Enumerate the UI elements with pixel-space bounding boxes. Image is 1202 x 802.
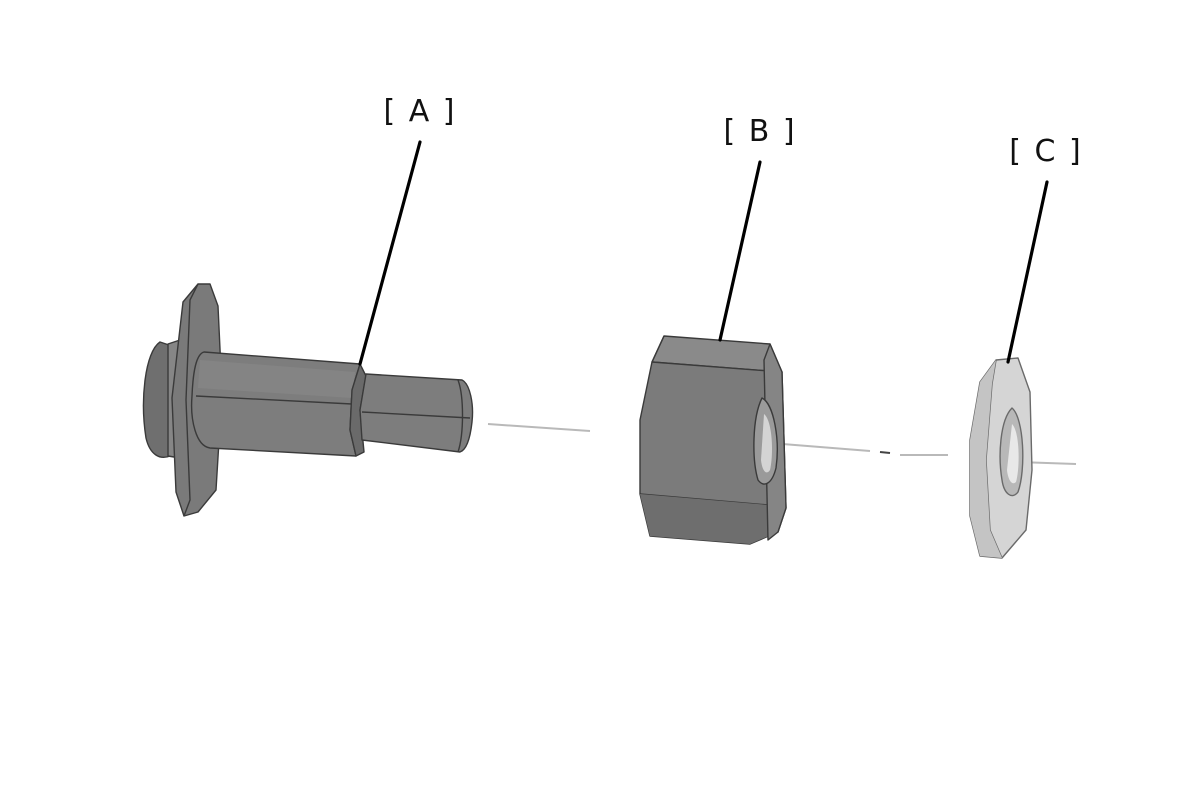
callout-c: [ C ] — [1006, 134, 1082, 364]
callout-b: [ B ] — [718, 114, 796, 342]
callout-b-leader — [718, 160, 762, 342]
callout-c-leader — [1006, 180, 1049, 364]
part-a-rear-hub — [142, 341, 173, 458]
part-c-nut — [969, 357, 1033, 559]
part-b-bushing — [639, 335, 787, 545]
callout-a: [ A ] — [358, 94, 456, 366]
part-a-shaft-tip — [359, 373, 474, 453]
callout-a-leader — [358, 140, 422, 366]
callout-b-label: [ B ] — [723, 114, 796, 149]
callout-a-label: [ A ] — [383, 94, 456, 129]
part-a-shaft — [142, 283, 474, 517]
callout-c-label: [ C ] — [1009, 134, 1082, 169]
